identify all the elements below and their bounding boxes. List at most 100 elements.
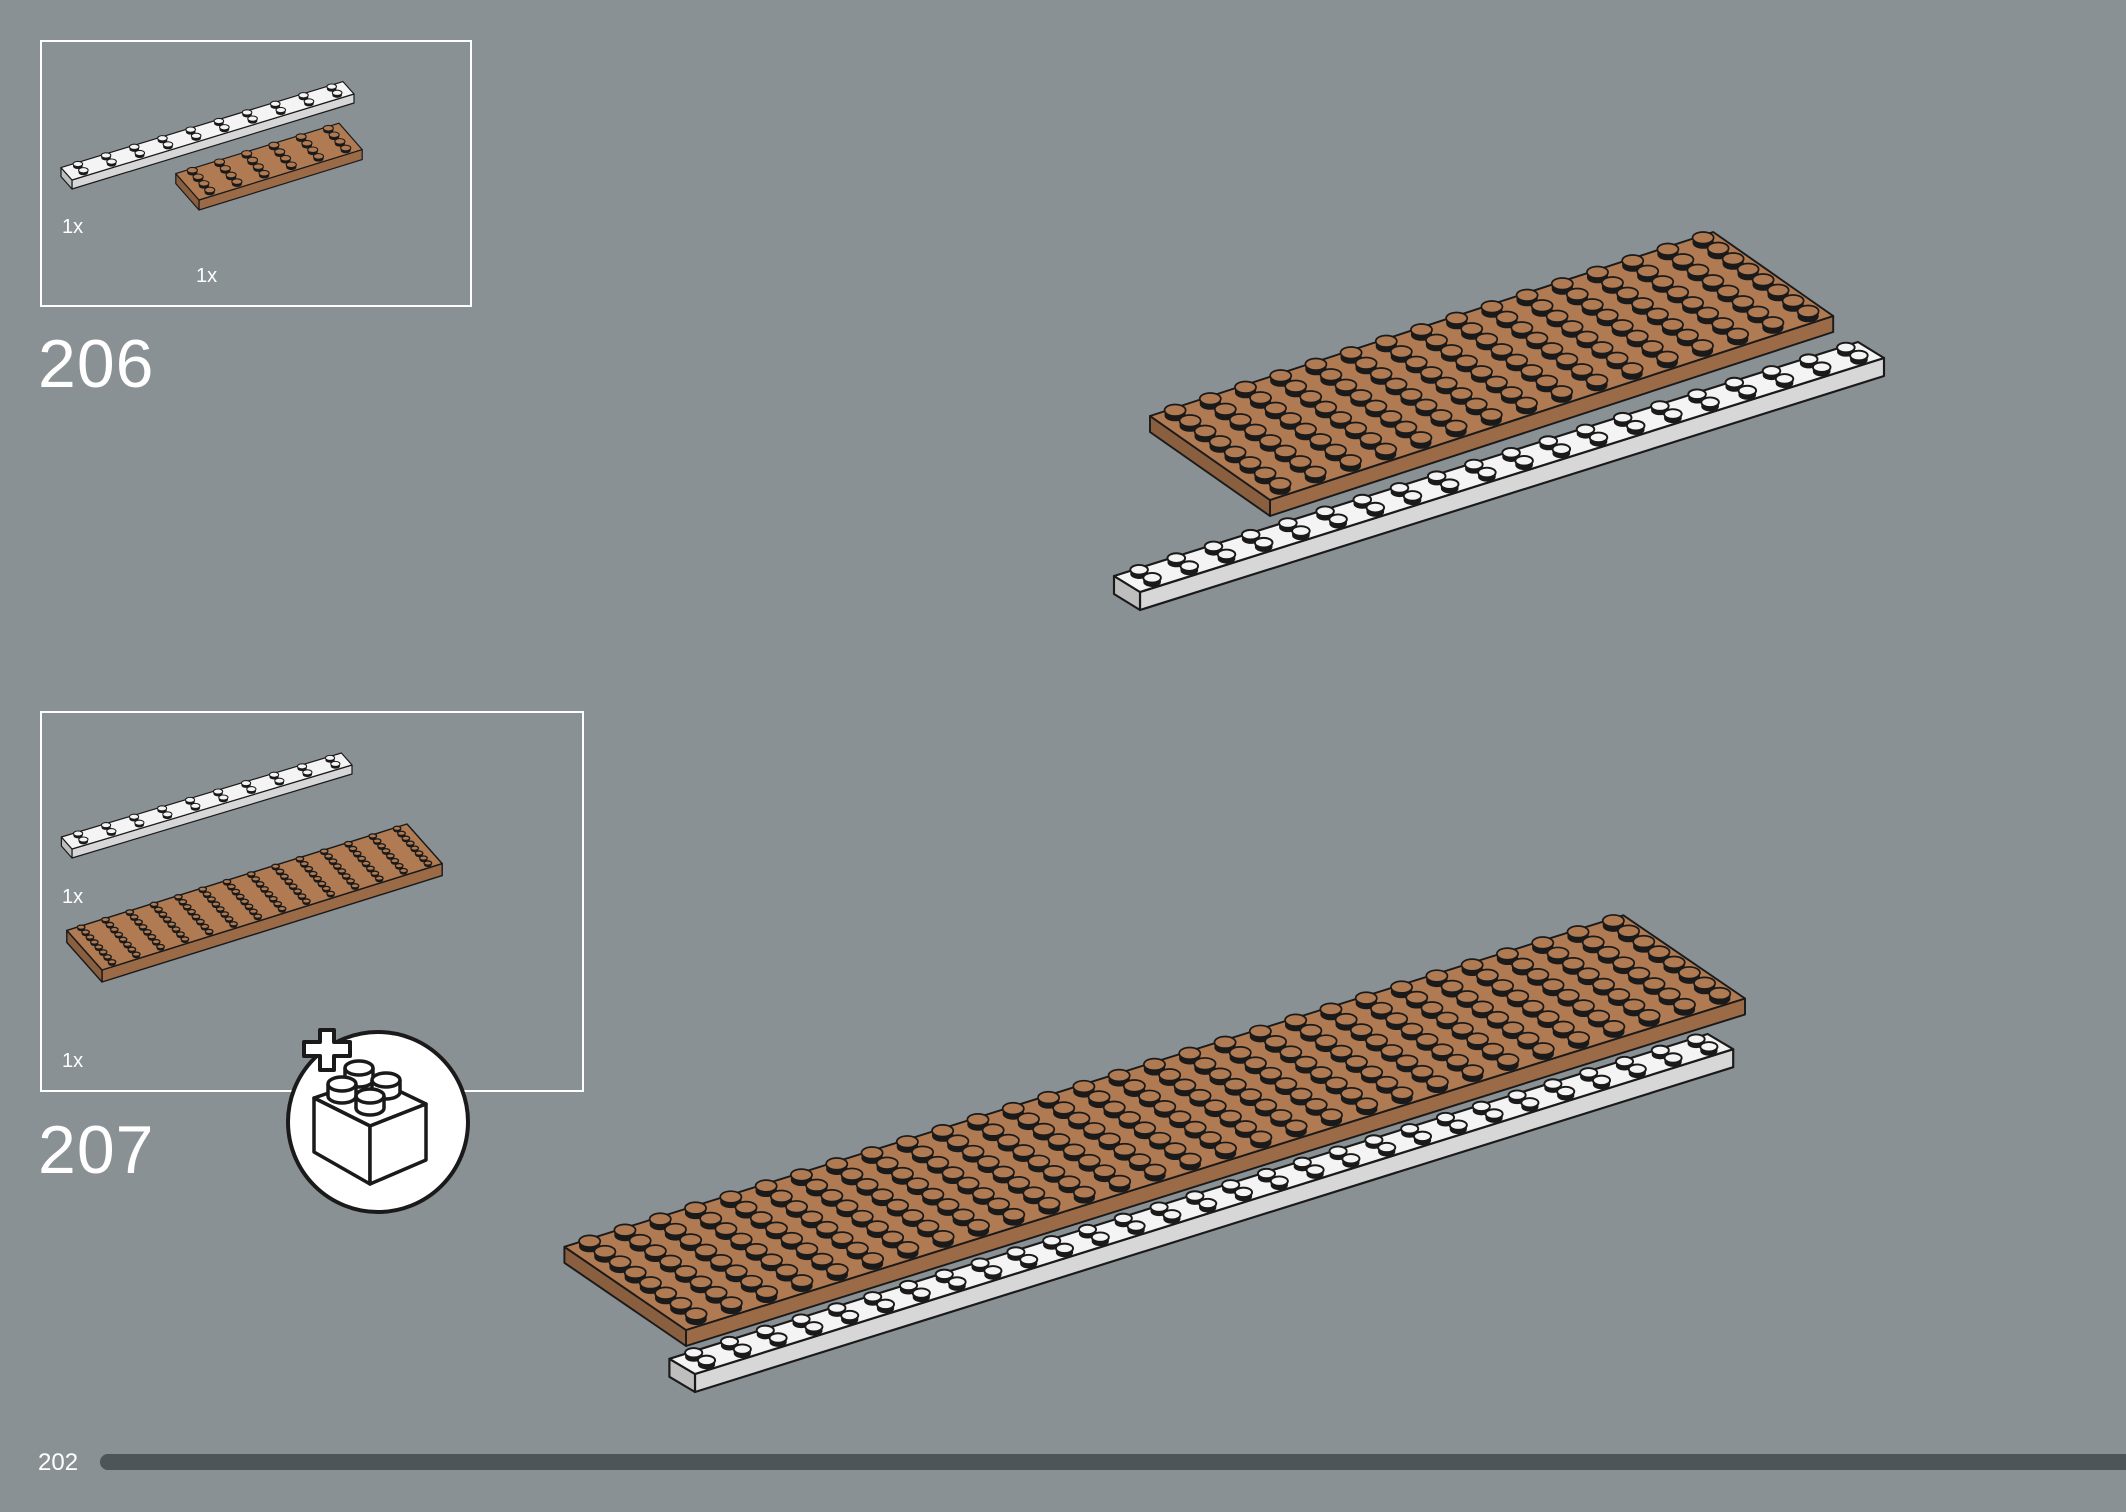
stud <box>1445 311 1469 330</box>
step-number: 207 <box>38 1112 155 1188</box>
stud <box>1377 1141 1397 1157</box>
stud <box>785 1200 809 1218</box>
stud <box>204 928 214 936</box>
stud <box>1708 986 1732 1005</box>
stud <box>340 144 352 154</box>
stud <box>326 890 336 898</box>
stud <box>423 860 433 868</box>
stud <box>374 875 384 883</box>
stud <box>1223 1077 1247 1096</box>
assembly-nougat-plates-long <box>563 914 1746 1347</box>
stud <box>1142 571 1162 587</box>
stud <box>107 959 117 966</box>
assembly-white-plate-strip <box>1112 340 1886 612</box>
stud <box>1627 1063 1647 1079</box>
stud <box>218 794 229 803</box>
stud <box>1430 1043 1454 1062</box>
stud <box>1389 482 1410 498</box>
assembly-nougat-plates <box>1149 231 1835 517</box>
stud <box>1726 327 1750 346</box>
stud <box>1637 1008 1661 1027</box>
stud <box>1602 1020 1626 1038</box>
stud <box>204 186 216 196</box>
part-quantity: 1x <box>62 216 84 238</box>
stud <box>1374 442 1398 461</box>
stud <box>1571 999 1595 1018</box>
stud <box>1019 1253 1039 1269</box>
stud <box>357 855 367 863</box>
step-number: 206 <box>38 326 155 402</box>
stud <box>377 843 387 850</box>
new-brick-plus-icon <box>286 1028 470 1214</box>
stud <box>153 906 163 914</box>
stud <box>394 862 404 870</box>
plate-top-face <box>60 80 355 181</box>
stud <box>1566 925 1590 943</box>
stud <box>1646 307 1669 326</box>
stud <box>1319 1108 1343 1127</box>
stud <box>89 939 99 947</box>
stud <box>268 771 280 780</box>
stud <box>396 830 406 838</box>
stud <box>966 1218 990 1237</box>
stud <box>1113 1212 1133 1228</box>
stud <box>1355 1097 1379 1116</box>
stud <box>947 1276 967 1291</box>
stud <box>1203 1099 1227 1118</box>
stud <box>1390 1086 1414 1105</box>
stud <box>1480 300 1504 318</box>
stud <box>1550 277 1574 295</box>
stud <box>1686 1033 1706 1049</box>
stud <box>1531 1042 1555 1060</box>
stud <box>1576 967 1600 986</box>
stud <box>202 891 212 899</box>
stud <box>321 885 331 893</box>
stud <box>337 868 347 875</box>
stud <box>1303 465 1327 484</box>
stud <box>1249 1130 1273 1149</box>
stud <box>231 178 243 187</box>
stud <box>1496 1053 1520 1071</box>
stud <box>1636 264 1660 283</box>
stud <box>1213 402 1237 421</box>
stud <box>147 933 157 941</box>
stud <box>1663 408 1683 424</box>
stud <box>1737 384 1758 400</box>
stud <box>1214 1141 1238 1160</box>
stud <box>1394 420 1418 439</box>
stud <box>1650 400 1670 416</box>
stud <box>346 878 356 885</box>
stud <box>1032 1122 1056 1141</box>
stud <box>1128 1153 1152 1172</box>
stud <box>255 881 265 888</box>
stud <box>1037 1196 1061 1215</box>
stud <box>1344 1055 1368 1073</box>
stud <box>228 921 238 928</box>
stud <box>1208 435 1232 453</box>
stud <box>1567 1031 1591 1049</box>
stud <box>219 124 230 133</box>
stud <box>1526 968 1550 986</box>
stud <box>399 867 409 875</box>
stud <box>1588 431 1609 447</box>
stud <box>1319 1002 1343 1021</box>
stud <box>1216 548 1237 564</box>
stud <box>1672 997 1696 1016</box>
stud <box>1591 1074 1612 1090</box>
stud <box>911 1145 935 1164</box>
stud <box>175 931 185 939</box>
stud <box>372 838 382 845</box>
stud <box>1477 466 1497 482</box>
stud <box>1349 1023 1373 1042</box>
stud <box>755 1285 779 1304</box>
stud <box>1412 1130 1433 1146</box>
stud <box>1339 454 1362 472</box>
plate-top-face <box>175 122 363 201</box>
stud <box>312 153 325 162</box>
stud <box>1179 560 1200 576</box>
stud <box>1402 490 1423 506</box>
stud <box>1117 1111 1141 1129</box>
stud <box>684 1307 708 1326</box>
stud <box>1425 1075 1449 1094</box>
